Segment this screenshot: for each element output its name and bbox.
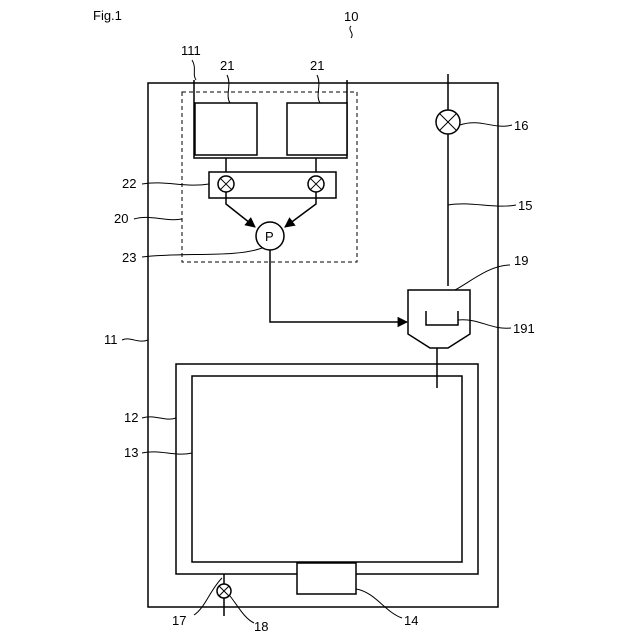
label-17: 17: [172, 613, 186, 628]
label-20: 20: [114, 211, 128, 226]
label-15: 15: [518, 198, 532, 213]
label-23: 23: [122, 250, 136, 265]
leader-10: [350, 26, 352, 38]
pump-symbol: P: [265, 229, 274, 244]
label-19: 19: [514, 253, 528, 268]
leader-111: [192, 60, 196, 80]
label-11: 11: [104, 332, 118, 347]
container-21-right: [287, 103, 347, 155]
valve-right-icon: [308, 176, 324, 192]
label-13: 13: [124, 445, 138, 460]
label-12: 12: [124, 410, 138, 425]
label-18: 18: [254, 619, 268, 634]
label-21-right: 21: [310, 58, 324, 73]
label-10: 10: [344, 9, 358, 24]
supply-valve-16-icon: [436, 110, 460, 134]
leader-11: [122, 339, 148, 341]
inner-tank-13: [192, 376, 462, 562]
container-21-left: [195, 103, 257, 155]
valve-left-icon: [218, 176, 234, 192]
label-14: 14: [404, 613, 418, 628]
label-21-left: 21: [220, 58, 234, 73]
figure-label: Fig.1: [93, 8, 122, 23]
mixer-19: [408, 290, 470, 348]
drain-valve-18-icon: [217, 584, 231, 598]
label-16: 16: [514, 118, 528, 133]
label-191: 191: [513, 321, 535, 336]
label-111: 111: [181, 43, 201, 58]
drain-unit-14: [297, 563, 356, 594]
label-22: 22: [122, 176, 136, 191]
